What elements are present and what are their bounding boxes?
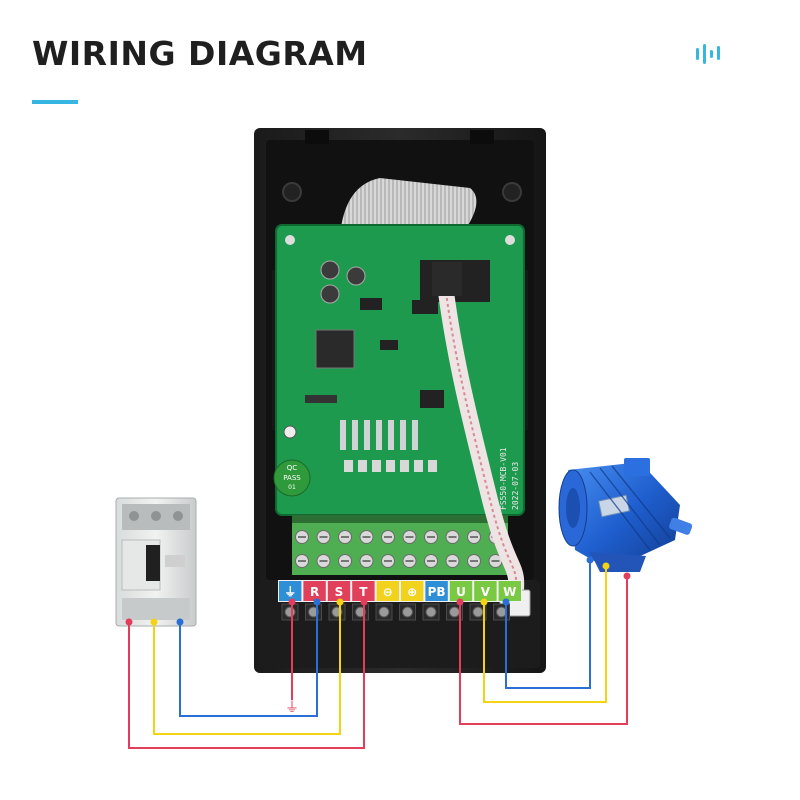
wire-endpoint-5	[313, 598, 321, 606]
svg-text:01: 01	[288, 484, 296, 491]
wire-blue-output	[505, 560, 591, 689]
svg-text:S: S	[335, 585, 344, 599]
wire-endpoint-9	[480, 598, 488, 606]
terminal-block	[292, 515, 508, 575]
circuit-breaker	[115, 497, 197, 627]
wire-endpoint-dots	[125, 556, 631, 626]
ribbon-cable-keypad	[432, 262, 531, 617]
svg-text:PB: PB	[428, 585, 446, 599]
svg-text:⏚: ⏚	[284, 585, 296, 599]
svg-text:⊖: ⊖	[383, 585, 393, 599]
wire-endpoint-10	[502, 598, 510, 606]
wire-endpoint-1	[125, 618, 133, 626]
wire-endpoint-8	[456, 598, 464, 606]
svg-text:⊕: ⊕	[407, 585, 417, 599]
terminal-label-7: PB	[425, 581, 448, 601]
wire-red-output	[459, 576, 628, 725]
terminal-label-4: T	[352, 581, 375, 601]
svg-text:PASS: PASS	[283, 474, 301, 482]
board-model-text: FS550-MCB-V01	[499, 447, 508, 510]
wire-endpoint-13	[623, 572, 631, 580]
terminal-label-3: S	[327, 581, 351, 601]
wire-red-input	[128, 602, 365, 749]
terminal-label-5: ⊖	[376, 581, 399, 601]
ground-symbol-icon: ⏚	[285, 700, 299, 716]
wire-endpoint-12	[602, 562, 610, 570]
wire-yellow-output	[483, 566, 607, 703]
wire-endpoint-4	[288, 598, 296, 606]
terminal-label-2: R	[303, 581, 326, 601]
wire-endpoint-2	[150, 618, 158, 626]
control-board: FS550-MCB-V01 2022-07-03	[275, 224, 525, 516]
page-title: WIRING DIAGRAM	[32, 34, 368, 73]
board-date-text: 2022-07-03	[511, 462, 520, 510]
svg-text:R: R	[310, 585, 319, 599]
wire-endpoint-6	[336, 598, 344, 606]
terminal-label-1: ⏚	[279, 581, 302, 601]
electric-motor	[558, 458, 693, 572]
qc-pass-sticker: QC PASS 01	[273, 459, 311, 497]
svg-text:T: T	[359, 585, 368, 599]
wire-blue-input	[179, 602, 318, 717]
terminal-label-9: V	[474, 581, 497, 601]
terminal-label-8: U	[449, 581, 473, 601]
svg-text:V: V	[481, 585, 491, 599]
wire-endpoint-11	[586, 556, 594, 564]
svg-text:W: W	[503, 585, 516, 599]
wire-endpoint-3	[176, 618, 184, 626]
title-underline	[32, 100, 78, 104]
svg-text:QC: QC	[287, 464, 298, 472]
wave-bars-icon	[696, 44, 722, 64]
wire-yellow-input	[153, 602, 341, 735]
wiring	[128, 560, 628, 749]
terminal-label-6: ⊕	[401, 581, 424, 601]
svg-text:U: U	[456, 585, 466, 599]
terminal-label-10: W	[498, 581, 521, 601]
wire-endpoint-7	[360, 598, 368, 606]
